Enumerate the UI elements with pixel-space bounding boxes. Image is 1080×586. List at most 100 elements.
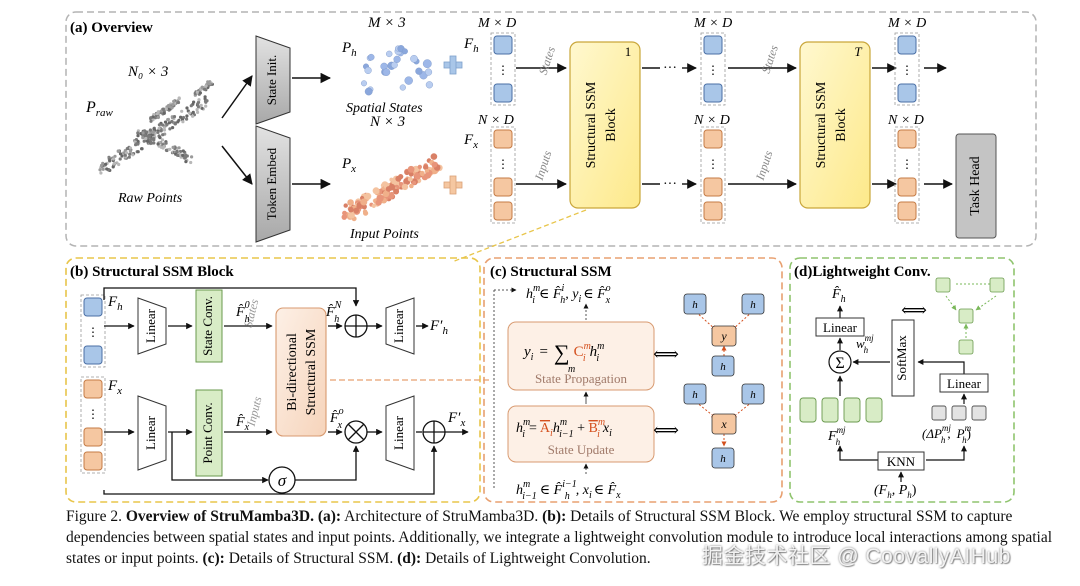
block-fx-label: Fx: [107, 378, 122, 397]
fh-label: Fh: [463, 36, 479, 55]
input-points-pointcloud: [341, 153, 443, 222]
token-ellipsis: ⋮: [497, 63, 509, 77]
caption-title: Overview of StruMamba3D.: [125, 508, 314, 525]
fx-label: Fx: [463, 132, 478, 151]
lw-linear-label-1: Linear: [823, 320, 858, 335]
graph-node-y: y: [720, 329, 727, 343]
caption-d-label: (d):: [397, 550, 422, 567]
block-fh-label: Fh: [107, 294, 123, 313]
add-op-bottom: [422, 420, 446, 444]
caption-b-label: (b):: [542, 508, 567, 525]
feature-bar: [799, 397, 817, 423]
state-conv-label: State Conv.: [200, 296, 215, 356]
token-box: [703, 35, 723, 55]
graph-node-x: x: [720, 417, 727, 431]
token-box: [493, 201, 513, 221]
structural-ssm-block-1: Structural SSM Block 1: [569, 41, 641, 209]
token-box: [897, 83, 917, 103]
fx-tokens-column-3: ⋮: [894, 126, 920, 224]
token-ellipsis: ⋮: [901, 157, 913, 171]
token-box: [703, 177, 723, 197]
caption-c-label: (c):: [202, 550, 225, 567]
token-embed-module: Token Embed: [255, 125, 291, 243]
add-pos-embed-icon-bottom: [443, 175, 463, 195]
mxd-label-3: M × D: [887, 16, 926, 31]
token-box: [83, 345, 103, 365]
panel-d-title: (d)Lightweight Conv.: [794, 264, 931, 280]
panel-c-title: (c) Structural SSM: [490, 264, 612, 280]
geometry-box: [951, 405, 967, 421]
add-pos-embed-icon-top: [443, 55, 463, 75]
knn-label: KNN: [887, 454, 916, 469]
state-conv-module: State Conv.: [195, 289, 223, 363]
geometry-box: [931, 405, 947, 421]
linear-layer-top-in: Linear: [137, 297, 167, 355]
spatial-states-pointcloud: [361, 45, 434, 96]
point-conv-label: Point Conv.: [200, 402, 215, 463]
structural-ssm-block-t: Structural SSM Block T: [799, 41, 871, 209]
graph-node-h1-b: h: [692, 389, 698, 401]
lw-linear-top: Linear: [815, 317, 865, 337]
lw-double-arrow: ⟺: [901, 300, 927, 320]
panel-ssm-block: (b) Structural SSM Block ⋮ Fh ⋮ Fx Linea…: [65, 257, 492, 503]
lw-sum-op: Σ: [828, 350, 852, 374]
bidir-ssm-label: Structural SSM: [304, 328, 319, 415]
sigma-activation: σ: [268, 466, 296, 494]
ssm-block-word-1: Block: [604, 108, 619, 141]
lw-feature-bars: [799, 397, 883, 423]
states-flow-label-1: States: [536, 45, 558, 77]
block-fh-tokens: ⋮: [80, 294, 106, 368]
ssm-block-label-t: Structural SSM: [814, 81, 829, 168]
caption-fig: Figure 2.: [66, 508, 122, 525]
token-box: [703, 83, 723, 103]
caption-c-text: Details of Structural SSM.: [228, 550, 394, 567]
linear-label-1: Linear: [143, 308, 158, 343]
fx-prime-label: F′x: [447, 410, 465, 429]
state-propagation-label: State Propagation: [535, 371, 628, 386]
inputs-flow-label-1: Inputs: [531, 149, 554, 183]
state-init-module: State Init.: [255, 35, 291, 125]
token-embed-label: Token Embed: [264, 147, 279, 220]
add-op-top: [344, 314, 368, 338]
token-box: [897, 177, 917, 197]
token-ellipsis: ⋮: [707, 63, 719, 77]
caption-d-text: Details of Lightweight Convolution.: [425, 550, 651, 567]
token-box: [897, 35, 917, 55]
states-flow-label-2: States: [759, 43, 781, 75]
panel-a-title: (a) Overview: [70, 20, 153, 36]
fh-tokens-column-3: ⋮: [894, 32, 920, 106]
fx-tokens-column-2: ⋮: [700, 126, 726, 224]
mx3-label: M × 3: [367, 15, 406, 31]
mult-op: [344, 420, 368, 444]
feature-bar: [865, 397, 883, 423]
lw-output-label: F̂h: [831, 286, 846, 305]
state-update-label: State Update: [548, 442, 615, 457]
token-ellipsis: ⋮: [87, 325, 99, 339]
fh-tokens-column-2: ⋮: [700, 32, 726, 106]
linear-layer-bottom-out: Linear: [385, 395, 415, 471]
token-box: [493, 177, 513, 197]
token-box: [703, 201, 723, 221]
px-label: Px: [341, 156, 356, 175]
graph-node-h2: h: [720, 361, 726, 373]
input-points-label: Input Points: [349, 227, 419, 242]
lw-neighbor-graph: [935, 277, 1005, 355]
fx-tokens-column: ⋮: [490, 126, 516, 224]
feature-bar: [843, 397, 861, 423]
sum-under-label: m: [568, 364, 575, 375]
raw-points-label: Raw Points: [117, 191, 183, 206]
lw-linear-bottom: Linear: [939, 373, 989, 393]
panel-b-title: (b) Structural SSM Block: [70, 264, 234, 280]
update-double-arrow: ⟺: [653, 420, 679, 440]
watermark: 掘金技术社区 @ CoovallyAIHub: [702, 545, 1011, 568]
task-head-label: Task Head: [968, 156, 983, 215]
